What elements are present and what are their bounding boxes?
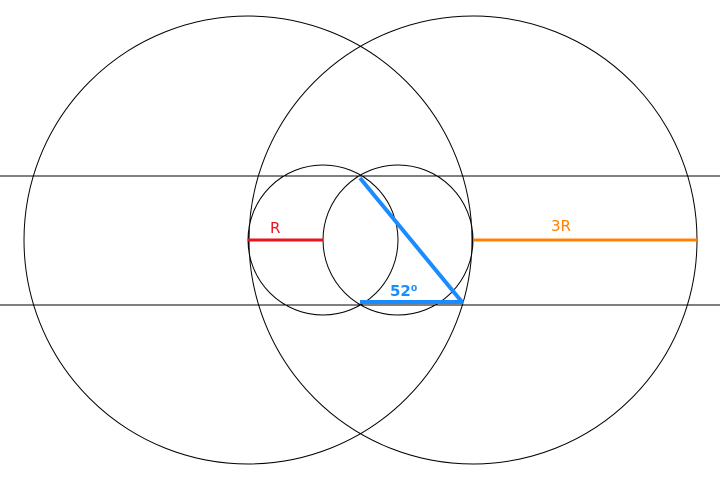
large-circle-left [23, 15, 473, 465]
angle-label: 52⁰ [390, 282, 417, 300]
angle-triangle [358, 176, 464, 304]
small-radius-label: R [270, 219, 280, 237]
large-radius-label: 3R [551, 217, 571, 235]
